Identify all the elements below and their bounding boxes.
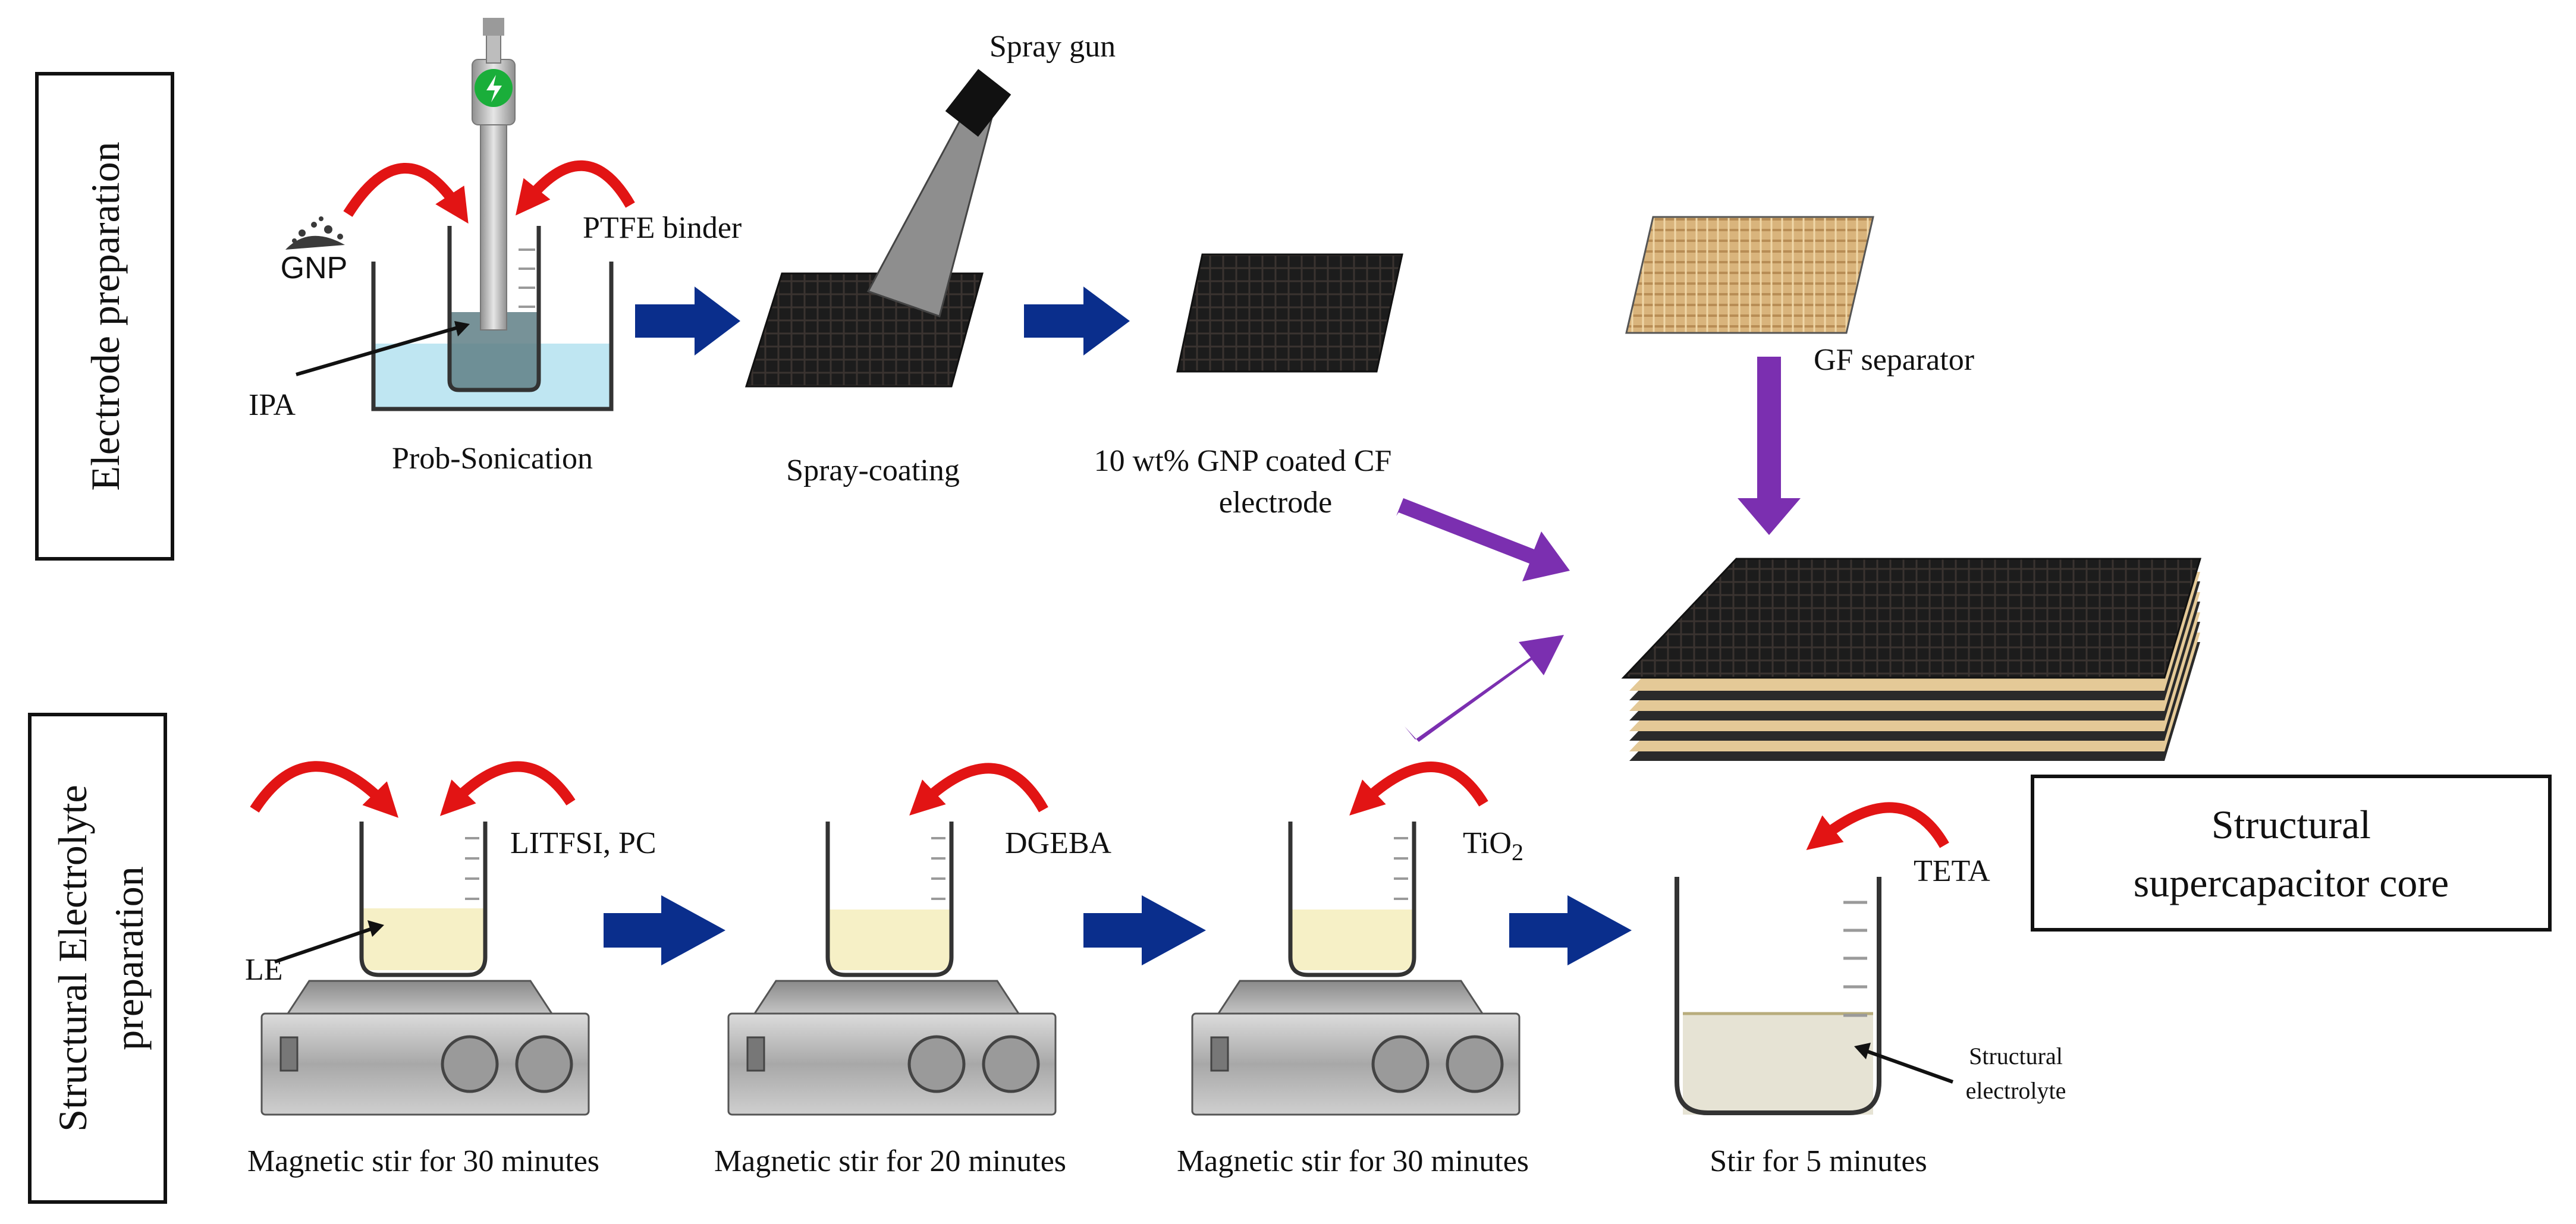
electrode-section-label: Electrode preparation	[35, 72, 174, 561]
add-le-curve-arrow-right	[439, 761, 576, 816]
probe-sonication	[371, 18, 614, 411]
flow-arrow-4	[1083, 895, 1206, 965]
electrolyte-section-text-line1: Structural Electrolyte	[50, 785, 95, 1131]
ipa-label: IPA	[249, 388, 296, 422]
ptfe-label: PTFE binder	[583, 211, 742, 245]
supercapacitor-stack	[1621, 558, 2202, 761]
teta-label: TETA	[1914, 854, 1990, 888]
separator-merge-arrow	[1738, 357, 1801, 535]
spray-coating	[744, 68, 1011, 388]
tio2-label: TiO2	[1463, 826, 1523, 866]
flow-arrow-5	[1509, 895, 1632, 965]
electrode-section-text: Electrode preparation	[83, 141, 128, 490]
flow-arrow-3	[604, 895, 725, 965]
structural-electrolyte-label-line2: electrolyte	[1966, 1077, 2066, 1104]
structural-electrolyte-label-line1: Structural	[1969, 1043, 2063, 1069]
magnetic-stirrer-1	[260, 822, 590, 1116]
final-beaker	[1675, 877, 1881, 1115]
stir3-label: Magnetic stir for 30 minutes	[1177, 1144, 1529, 1178]
electrode-label-line1: 10 wt% GNP coated CF	[1094, 444, 1392, 478]
flow-arrow-1	[635, 287, 740, 355]
core-label-line2: supercapacitor core	[2134, 860, 2449, 905]
coated-cf-electrode	[1176, 253, 1403, 373]
gf-separator-label: GF separator	[1814, 343, 1974, 377]
stack-top-electrode	[1621, 558, 2202, 679]
dgeba-label: DGEBA	[1005, 826, 1112, 860]
le-label: LE	[245, 953, 283, 987]
flow-arrow-2	[1024, 287, 1130, 355]
sonication-label: Prob-Sonication	[392, 442, 593, 476]
stir1-label: Magnetic stir for 30 minutes	[247, 1144, 599, 1178]
le-pointer	[274, 926, 376, 964]
magnetic-stirrer-2	[727, 822, 1057, 1116]
inner-beaker	[447, 226, 541, 392]
add-gnp-curve-arrow	[343, 163, 469, 224]
gf-separator	[1625, 216, 1874, 334]
ipa-pointer	[296, 324, 464, 376]
inner-beaker-liquid	[450, 312, 539, 390]
structural-electrolyte-pointer	[1860, 1047, 1954, 1084]
stir2-label: Magnetic stir for 20 minutes	[714, 1144, 1066, 1178]
spray-gun-label: Spray gun	[989, 30, 1116, 64]
sonication-probe	[480, 115, 507, 331]
gnp-label: GNP	[281, 251, 348, 285]
add-teta-curve-arrow	[1806, 802, 1949, 850]
spray-coating-label: Spray-coating	[786, 454, 960, 487]
magnetic-stirrer-3	[1191, 822, 1521, 1116]
core-label-line1: Structural	[2211, 802, 2371, 847]
electrolyte-section-label: Structural Electrolyte preparation	[28, 713, 167, 1204]
electrode-label-line2: electrode	[1219, 486, 1333, 520]
add-tio2-curve-arrow	[1349, 762, 1488, 816]
electrode-merge-arrow	[1396, 498, 1570, 581]
gnp-powder	[285, 216, 345, 250]
electrolyte-merge-arrow	[1405, 635, 1564, 742]
outer-bath	[371, 262, 614, 411]
add-le-curve-arrow-left	[250, 761, 398, 818]
electrolyte-section-text-line2: preparation	[106, 866, 152, 1050]
litfsi-label: LITFSI, PC	[510, 826, 656, 860]
add-dgeba-curve-arrow	[909, 763, 1048, 816]
core-label-box: Structural supercapacitor core	[2031, 775, 2552, 932]
spray-gun-icon	[945, 68, 1011, 137]
stir4-label: Stir for 5 minutes	[1710, 1144, 1927, 1178]
add-ptfe-curve-arrow	[515, 160, 635, 216]
